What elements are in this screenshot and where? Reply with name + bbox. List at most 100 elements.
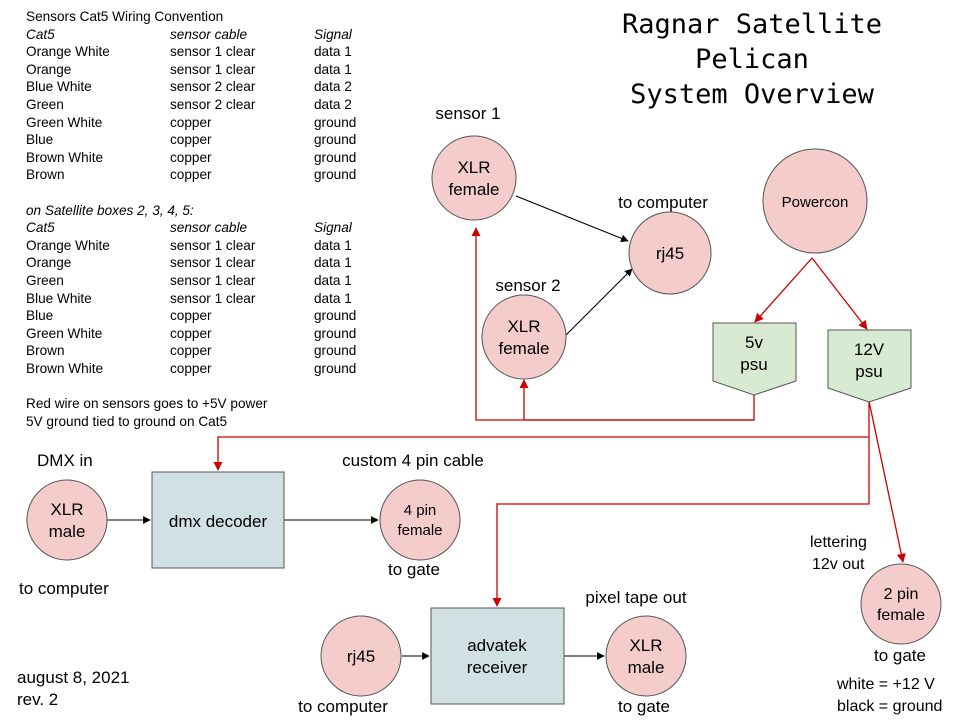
table-cell: ground bbox=[314, 167, 357, 183]
powercon-circle bbox=[762, 148, 868, 254]
table-cell: Brown bbox=[26, 167, 65, 183]
dmx-in-line-1: XLR bbox=[50, 500, 83, 519]
xlr-out-line-1: XLR bbox=[629, 636, 662, 655]
table-cell: Orange White bbox=[26, 237, 110, 253]
wire-12v-to-2pin bbox=[868, 400, 906, 563]
advatek-node: advatek receiver bbox=[430, 607, 565, 705]
psu-12v-node: 12V psu bbox=[827, 329, 912, 403]
sensor-1-caption: sensor 1 bbox=[435, 104, 500, 123]
dmx-decoder-box bbox=[151, 471, 285, 569]
table-cell: sensor 1 clear bbox=[170, 44, 256, 60]
xlr-out-caption-top: pixel tape out bbox=[585, 588, 686, 607]
wiring-col-signal: Signal bbox=[314, 26, 352, 42]
wire-sensor1-to-rj45 bbox=[515, 195, 629, 242]
rj45-bottom-node: rj45 to computer bbox=[298, 615, 402, 716]
table-cell: data 1 bbox=[314, 61, 352, 77]
table-cell: ground bbox=[314, 149, 357, 165]
table-cell: Orange White bbox=[26, 44, 110, 60]
table-cell: copper bbox=[170, 360, 212, 376]
table-cell: ground bbox=[314, 343, 357, 359]
pin2-node: lettering 12v out 2 pin female to gate bbox=[810, 534, 942, 665]
sensor-2-caption: sensor 2 bbox=[495, 276, 560, 295]
footer-date: august 8, 2021 bbox=[17, 668, 129, 687]
pin4-circle bbox=[379, 479, 461, 561]
pin4-node: custom 4 pin cable 4 pin female to gate bbox=[342, 451, 484, 579]
sensor-1-node: sensor 1 XLR female bbox=[431, 104, 517, 221]
sensor-2-line-2: female bbox=[498, 339, 549, 358]
dmx-in-circle bbox=[26, 479, 108, 561]
table-cell: data 2 bbox=[314, 79, 352, 95]
table-cell: Blue bbox=[26, 132, 54, 148]
rj45-bottom-circle bbox=[320, 615, 402, 697]
psu-5v-line-2: psu bbox=[740, 355, 767, 374]
advatek-line-2: receiver bbox=[467, 658, 528, 677]
table-cell: sensor 1 clear bbox=[170, 61, 256, 77]
wire-sensor2-to-rj45 bbox=[565, 268, 633, 336]
advatek-box bbox=[430, 607, 565, 705]
dmx-in-caption: DMX in bbox=[37, 451, 93, 470]
table-cell: data 1 bbox=[314, 290, 352, 306]
pin2-line-1: 2 pin bbox=[884, 586, 919, 603]
table-cell: copper bbox=[170, 149, 212, 165]
dmx-in-line-2: male bbox=[49, 522, 86, 541]
pin4-line-1: 4 pin bbox=[404, 502, 437, 519]
psu-12v-line-2: psu bbox=[855, 362, 882, 381]
table-cell: Orange bbox=[26, 255, 72, 271]
table-cell: Brown White bbox=[26, 360, 104, 376]
table-cell: copper bbox=[170, 308, 212, 324]
dmx-decoder-label: dmx decoder bbox=[169, 512, 268, 531]
wiring-col-sensor-cable: sensor cable bbox=[170, 26, 248, 42]
wire-12v-to-advatek bbox=[492, 437, 870, 607]
table-cell: data 1 bbox=[314, 272, 352, 288]
dmx-in-node: DMX in XLR male to computer bbox=[19, 451, 109, 598]
table-cell: copper bbox=[170, 132, 212, 148]
pin2-caption-top-2: 12v out bbox=[812, 556, 865, 573]
table-cell: sensor 1 clear bbox=[170, 255, 256, 271]
sensor-2-line-1: XLR bbox=[507, 317, 540, 336]
sensor-1-line-2: female bbox=[448, 180, 499, 199]
title-line-3: System Overview bbox=[630, 79, 875, 110]
pin4-caption-top: custom 4 pin cable bbox=[342, 451, 484, 470]
table-cell: ground bbox=[314, 114, 357, 130]
pin2-caption-top-1: lettering bbox=[810, 534, 867, 551]
xlr-out-circle bbox=[605, 615, 687, 697]
table-cell: copper bbox=[170, 343, 212, 359]
xlr-out-node: pixel tape out XLR male to gate bbox=[585, 588, 686, 716]
wiring-col-cat5: Cat5 bbox=[26, 26, 55, 42]
table-cell: sensor 1 clear bbox=[170, 237, 256, 253]
table-cell: copper bbox=[170, 114, 212, 130]
pin2-caption-bottom: to gate bbox=[874, 646, 926, 665]
table-cell: Orange bbox=[26, 61, 72, 77]
wire-powercon-to-12v bbox=[811, 257, 868, 330]
dmx-in-caption-bottom: to computer bbox=[19, 579, 109, 598]
table-cell: Brown White bbox=[26, 149, 104, 165]
table-cell: Green bbox=[26, 96, 64, 112]
table-cell: ground bbox=[314, 308, 357, 324]
psu-5v-shape bbox=[712, 322, 797, 396]
pin2-line-2: female bbox=[877, 607, 925, 624]
advatek-line-1: advatek bbox=[467, 636, 527, 655]
legend-line-2: black = ground bbox=[837, 698, 942, 715]
table-cell: copper bbox=[170, 167, 212, 183]
footer-rev: rev. 2 bbox=[17, 690, 58, 709]
wire-powercon-to-5v bbox=[754, 257, 813, 323]
table-cell: Green White bbox=[26, 114, 103, 130]
table-cell: sensor 1 clear bbox=[170, 290, 256, 306]
data-wires bbox=[107, 195, 633, 660]
powercon-node: Powercon bbox=[762, 148, 868, 254]
rj45-bottom-label: rj45 bbox=[347, 647, 375, 666]
satellite-col-cat5: Cat5 bbox=[26, 220, 55, 236]
rj45-top-label: rj45 bbox=[656, 244, 684, 263]
table-cell: data 1 bbox=[314, 255, 352, 271]
xlr-out-caption-bottom: to gate bbox=[618, 697, 670, 716]
satellite-col-signal: Signal bbox=[314, 220, 352, 236]
table-cell: ground bbox=[314, 360, 357, 376]
wire-12v-to-dmx-decoder bbox=[213, 401, 870, 471]
xlr-out-line-2: male bbox=[628, 658, 665, 677]
table-cell: sensor 2 clear bbox=[170, 79, 256, 95]
table-cell: Brown bbox=[26, 343, 65, 359]
rj45-bottom-caption: to computer bbox=[298, 697, 388, 716]
psu-5v-node: 5v psu bbox=[712, 322, 797, 396]
wire-5v-to-sensor2 bbox=[519, 379, 754, 421]
rj45-top-node: to computer rj45 bbox=[618, 193, 712, 295]
